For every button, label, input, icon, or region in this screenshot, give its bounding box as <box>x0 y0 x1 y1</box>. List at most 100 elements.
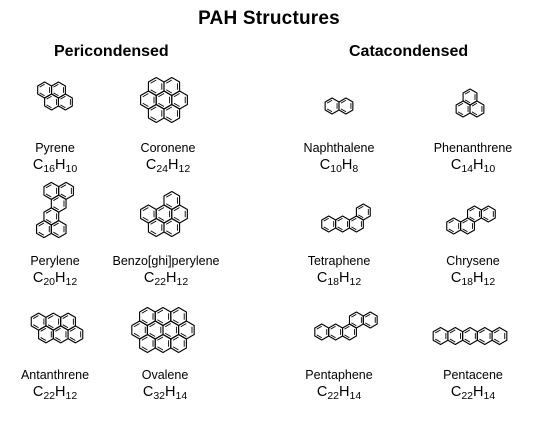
compound-formula: C16H10 <box>0 157 130 175</box>
double-bond <box>172 346 179 351</box>
structure-coronene <box>140 76 188 124</box>
double-bond <box>40 337 47 341</box>
double-bond <box>150 106 157 111</box>
double-bond <box>172 309 179 314</box>
compound-name: Pentacene <box>443 368 503 382</box>
formula-subscript: 14 <box>483 390 496 402</box>
double-bond <box>141 336 148 341</box>
ring <box>50 81 66 99</box>
double-bond <box>358 205 364 210</box>
formula-subscript: 12 <box>65 276 78 288</box>
ring <box>480 205 496 223</box>
ring <box>338 97 354 115</box>
double-bond <box>172 319 179 324</box>
double-bond <box>150 220 157 225</box>
formula-subscript: 12 <box>176 276 189 288</box>
formula-subscript: 10 <box>483 163 496 175</box>
formula-subscript: 18 <box>327 276 339 288</box>
double-bond <box>457 102 464 107</box>
formula-element: C <box>450 270 462 286</box>
double-bond <box>150 89 157 94</box>
double-bond <box>164 332 172 337</box>
double-bond <box>150 79 157 84</box>
formula-element: H <box>166 270 177 286</box>
compound-formula: C18H12 <box>398 270 538 288</box>
formula-subscript: 10 <box>330 163 342 175</box>
double-bond <box>157 319 164 324</box>
double-bond <box>141 309 148 314</box>
structure-ovalene <box>131 306 195 354</box>
double-bond <box>479 338 485 343</box>
double-bond <box>150 230 157 235</box>
double-bond <box>157 336 164 341</box>
double-bond <box>365 322 371 327</box>
double-bond <box>47 324 54 329</box>
double-bond <box>60 104 66 109</box>
ring <box>163 76 181 97</box>
double-bond <box>358 214 364 219</box>
double-bond <box>173 216 180 221</box>
double-bond <box>173 207 180 212</box>
double-bond <box>340 99 347 104</box>
formula-element: H <box>55 384 66 400</box>
double-bond <box>38 231 45 236</box>
structure-naphthalene <box>324 97 354 115</box>
double-bond <box>435 338 441 343</box>
double-bond <box>158 216 165 221</box>
double-bond <box>471 111 478 116</box>
structure-antanthrene <box>30 312 84 344</box>
compound-formula: C24H12 <box>93 157 243 175</box>
ring <box>355 203 371 221</box>
double-bond <box>449 338 456 343</box>
compound-name: Naphthalene <box>303 141 375 155</box>
double-bond <box>323 217 329 222</box>
double-bond <box>165 193 173 198</box>
formula-element: H <box>339 384 350 400</box>
double-bond <box>344 334 350 339</box>
formula-subscript: 24 <box>156 163 168 175</box>
double-bond <box>39 92 45 97</box>
ring <box>491 326 508 346</box>
double-bond <box>53 222 59 227</box>
double-bond <box>165 116 173 121</box>
double-bond <box>157 309 164 314</box>
formula-subscript: 22 <box>327 390 339 402</box>
double-bond <box>316 325 322 330</box>
double-bond <box>165 79 173 84</box>
double-bond <box>165 106 173 111</box>
double-bond <box>462 228 468 233</box>
formula-subscript: 8 <box>352 163 359 175</box>
double-bond <box>365 313 371 318</box>
double-bond <box>60 184 67 189</box>
double-bond <box>330 325 336 330</box>
formula-subscript: 16 <box>43 163 55 175</box>
double-bond <box>165 220 173 225</box>
ring <box>163 190 181 211</box>
formula-element: C <box>145 157 157 173</box>
double-bond <box>493 338 500 343</box>
compound-name: Chrysene <box>446 254 500 268</box>
double-bond <box>158 102 165 107</box>
double-bond <box>45 193 52 198</box>
formula-subscript: 14 <box>349 390 362 402</box>
structure-benzoghi <box>140 190 188 238</box>
formula-element: H <box>473 157 484 173</box>
formula-element: H <box>55 157 66 173</box>
double-bond <box>69 327 76 332</box>
ring <box>462 88 478 106</box>
double-bond <box>351 217 357 222</box>
double-bond <box>330 334 336 339</box>
double-bond <box>53 197 59 201</box>
ring <box>170 306 187 327</box>
double-bond <box>462 219 468 224</box>
formula-element: C <box>450 157 462 173</box>
double-bond <box>351 322 357 327</box>
ring <box>60 312 76 331</box>
formula-subscript: 12 <box>178 163 191 175</box>
compound-formula: C22H14 <box>264 384 414 402</box>
formula-element: C <box>32 270 44 286</box>
compound-formula: C22H12 <box>0 384 130 401</box>
formula-subscript: 12 <box>483 276 496 288</box>
double-bond <box>157 346 164 351</box>
double-bond <box>142 216 149 221</box>
